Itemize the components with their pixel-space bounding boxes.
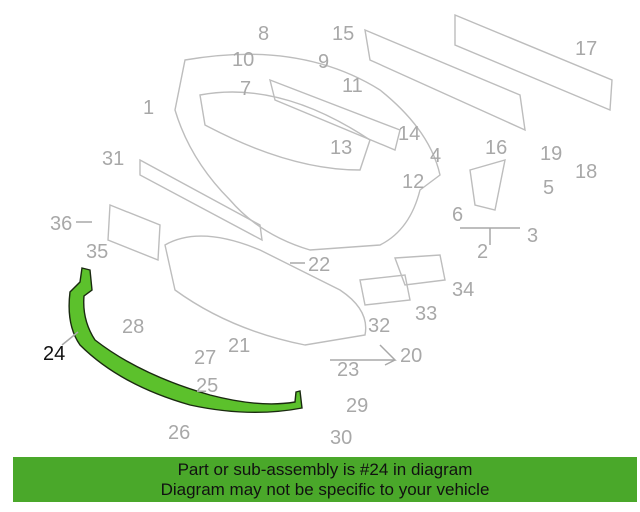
callout-15[interactable]: 15	[332, 23, 354, 45]
bumper-grille-opening	[199, 91, 371, 171]
bumper-reinforcement	[364, 28, 526, 132]
callout-19[interactable]: 19	[540, 143, 562, 165]
callout-14[interactable]: 14	[398, 123, 420, 145]
callout-32[interactable]: 32	[368, 315, 390, 337]
banner-line-2: Diagram may not be specific to your vehi…	[160, 480, 490, 499]
callout-34[interactable]: 34	[452, 279, 474, 301]
info-banner: Part or sub-assembly is #24 in diagram D…	[13, 457, 637, 502]
leader-2	[460, 227, 520, 245]
bracket-32	[359, 274, 411, 306]
callout-36[interactable]: 36	[50, 213, 72, 235]
callout-29[interactable]: 29	[346, 395, 368, 417]
bracket	[268, 78, 401, 151]
callout-35[interactable]: 35	[86, 241, 108, 263]
callout-31[interactable]: 31	[102, 148, 124, 170]
callout-13[interactable]: 13	[330, 137, 352, 159]
callout-3[interactable]: 3	[527, 225, 538, 247]
callout-4[interactable]: 4	[430, 145, 441, 167]
callout-33[interactable]: 33	[415, 303, 437, 325]
callout-9[interactable]: 9	[318, 51, 329, 73]
callout-23[interactable]: 23	[337, 359, 359, 381]
callout-6[interactable]: 6	[452, 204, 463, 226]
callout-18[interactable]: 18	[575, 161, 597, 183]
license-bracket	[107, 203, 161, 262]
callout-20[interactable]: 20	[400, 345, 422, 367]
callout-17[interactable]: 17	[575, 38, 597, 60]
callout-7[interactable]: 7	[240, 78, 251, 100]
bumper-cover	[174, 53, 441, 251]
callout-10[interactable]: 10	[232, 49, 254, 71]
leader-24	[61, 331, 79, 346]
callout-12[interactable]: 12	[402, 171, 424, 193]
banner-line-1: Part or sub-assembly is #24 in diagram	[177, 460, 473, 479]
callout-22[interactable]: 22	[308, 254, 330, 276]
callout-21[interactable]: 21	[228, 335, 250, 357]
callout-25[interactable]: 25	[196, 375, 218, 397]
bumper-absorber	[454, 13, 613, 112]
callout-2[interactable]: 2	[477, 241, 488, 263]
callout-24[interactable]: 24	[43, 343, 65, 365]
callout-26[interactable]: 26	[168, 422, 190, 444]
callout-5[interactable]: 5	[543, 177, 554, 199]
callout-30[interactable]: 30	[330, 427, 352, 449]
callout-27[interactable]: 27	[194, 347, 216, 369]
bracket-6	[469, 159, 506, 211]
callout-1[interactable]: 1	[143, 97, 154, 119]
callout-16[interactable]: 16	[485, 137, 507, 159]
callout-11[interactable]: 11	[342, 75, 363, 97]
leader-20	[330, 344, 397, 366]
callout-28[interactable]: 28	[122, 316, 144, 338]
air-deflector-24[interactable]	[68, 267, 303, 414]
bracket-33	[394, 254, 446, 286]
callout-8[interactable]: 8	[258, 23, 269, 45]
underbody-shield	[164, 235, 367, 346]
lower-grille	[139, 158, 263, 242]
